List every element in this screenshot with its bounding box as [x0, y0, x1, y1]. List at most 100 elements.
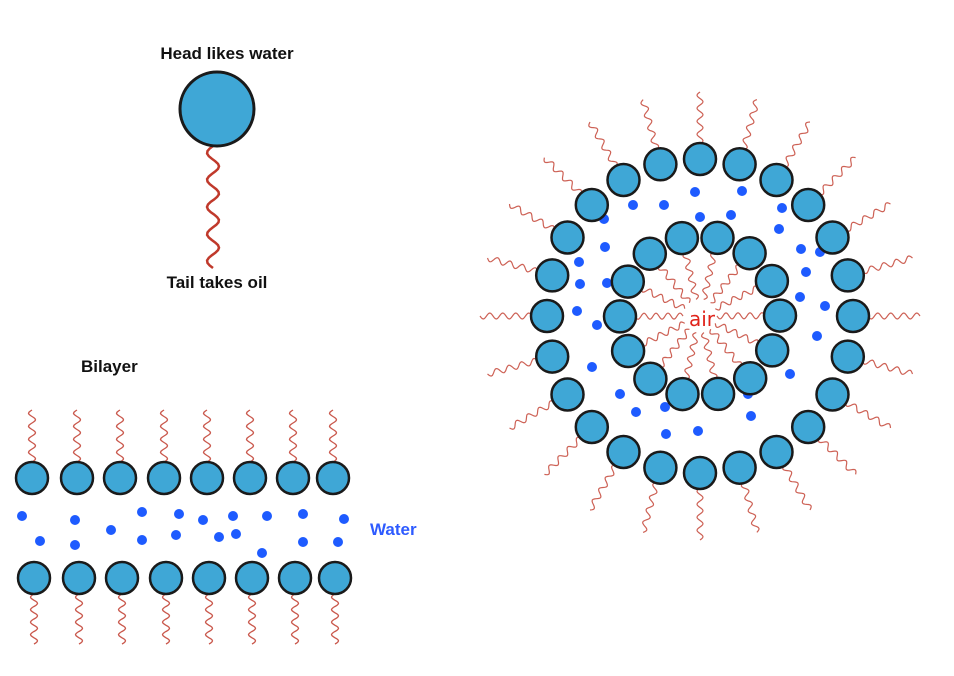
molecule-head — [550, 220, 585, 255]
molecule-head — [178, 70, 256, 148]
molecule-tail — [714, 285, 759, 311]
molecule-tail — [117, 593, 127, 645]
molecule-tail — [861, 359, 914, 375]
water-molecule — [198, 515, 208, 525]
vesicle-tails — [479, 91, 921, 541]
water-molecule — [214, 532, 224, 542]
water-molecule — [659, 200, 669, 210]
molecule-tail — [479, 312, 533, 320]
molecule-head — [104, 560, 140, 596]
water-molecule — [17, 511, 27, 521]
water-molecule — [171, 530, 181, 540]
molecule-tail — [202, 409, 212, 463]
molecule-tail — [642, 481, 658, 533]
water-molecule — [631, 407, 641, 417]
molecule-head — [815, 220, 850, 255]
molecule-head — [759, 162, 794, 198]
molecule-head — [682, 141, 718, 177]
water-molecule — [257, 548, 267, 558]
water-molecule — [262, 511, 272, 521]
vesicle-water — [572, 186, 830, 439]
molecule-head — [665, 376, 700, 412]
molecule-tail — [487, 357, 539, 377]
molecule-head — [830, 339, 866, 374]
water-molecule — [35, 536, 45, 546]
water-molecule — [575, 279, 585, 289]
molecule-tail — [716, 312, 766, 320]
molecule-tail — [714, 323, 760, 345]
molecule-head — [14, 460, 50, 496]
molecule-head — [234, 560, 270, 596]
molecule-head — [534, 339, 570, 374]
molecule-tail — [740, 481, 760, 533]
molecule-tail — [486, 257, 539, 273]
molecule-head — [762, 298, 798, 333]
molecule-tail — [818, 156, 856, 196]
molecule-tail — [710, 264, 741, 304]
molecule-head — [529, 298, 565, 334]
molecule-head — [275, 460, 311, 496]
molecule-tail — [509, 400, 555, 430]
molecule-head — [277, 560, 313, 596]
molecule-head — [574, 187, 610, 223]
molecule-tail — [844, 401, 892, 429]
molecule-head — [722, 147, 757, 182]
molecule-head — [700, 220, 735, 256]
water-molecule — [726, 210, 736, 220]
molecule-tail — [288, 409, 298, 463]
molecule-head — [148, 560, 184, 596]
water-molecule — [785, 369, 795, 379]
molecule-tail — [245, 409, 255, 463]
water-molecule — [795, 292, 805, 302]
water-molecule — [796, 244, 806, 254]
molecule-tail — [709, 329, 743, 367]
molecule-head — [317, 560, 353, 596]
molecule-tail — [330, 593, 340, 645]
molecule-tail — [696, 487, 704, 541]
molecule-tail — [204, 593, 214, 645]
molecule-head — [606, 434, 641, 470]
molecule-tail — [684, 332, 698, 380]
water-molecule — [693, 426, 703, 436]
water-molecule — [615, 389, 625, 399]
bilayer-label: Bilayer — [81, 357, 138, 376]
molecule-tail — [845, 202, 891, 232]
vesicle-diagram: air — [479, 91, 921, 541]
water-molecule — [600, 242, 610, 252]
water-molecule — [592, 320, 602, 330]
molecule-head — [550, 377, 585, 412]
molecule-head — [61, 560, 97, 596]
water-molecule — [174, 509, 184, 519]
water-molecule — [70, 540, 80, 550]
water-molecule — [602, 278, 612, 288]
water-molecule — [339, 514, 349, 524]
bilayer-heads — [14, 460, 353, 596]
molecule-head — [602, 299, 638, 334]
vesicle-heads — [529, 141, 871, 491]
molecule-tail — [782, 464, 812, 511]
molecule-head — [59, 460, 95, 496]
molecule-tail — [817, 437, 857, 475]
water-molecule — [695, 212, 705, 222]
molecule-tail — [27, 409, 37, 463]
molecule-head — [682, 455, 718, 491]
water-molecule — [660, 402, 670, 412]
molecule-head — [830, 258, 866, 293]
water-molecule — [774, 224, 784, 234]
molecule-head — [574, 409, 610, 445]
molecule-head — [610, 333, 646, 369]
molecule-tail — [659, 328, 690, 368]
water-molecule — [228, 511, 238, 521]
water-molecule — [820, 301, 830, 311]
molecule-head — [189, 460, 225, 496]
molecule-tail — [247, 593, 257, 645]
molecule-tail — [290, 593, 300, 645]
molecule-tail — [161, 593, 171, 645]
molecule-head — [632, 236, 668, 271]
molecule-tail — [702, 252, 716, 300]
molecule-head — [191, 560, 227, 596]
water-molecule — [574, 257, 584, 267]
molecule-head — [790, 187, 826, 223]
molecule-tail — [115, 409, 125, 463]
